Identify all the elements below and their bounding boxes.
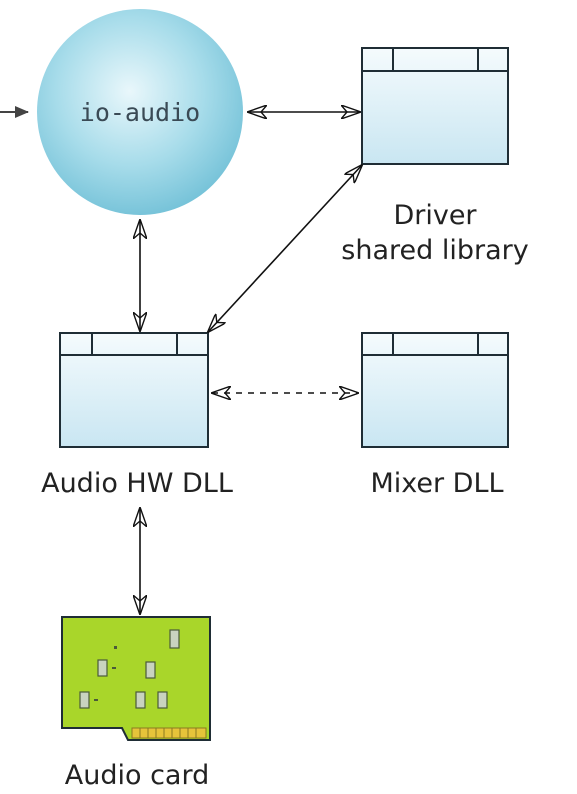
audio-hw-dll-label: Audio HW DLL [41, 468, 233, 499]
mixer-dll-label: Mixer DLL [370, 468, 504, 499]
audio-card [61, 616, 211, 741]
hw-dll-driver-arrow [208, 165, 362, 332]
driver-shared-library-box [361, 47, 509, 165]
driver-label-line2: shared library [341, 235, 529, 266]
driver-label-line1: Driver [393, 200, 477, 231]
audio-card-label: Audio card [64, 760, 210, 791]
audio-hw-dll-box [59, 332, 209, 448]
io-audio-label: io-audio [79, 98, 201, 127]
io-audio-sphere [37, 9, 243, 215]
mixer-dll-box [361, 332, 509, 448]
